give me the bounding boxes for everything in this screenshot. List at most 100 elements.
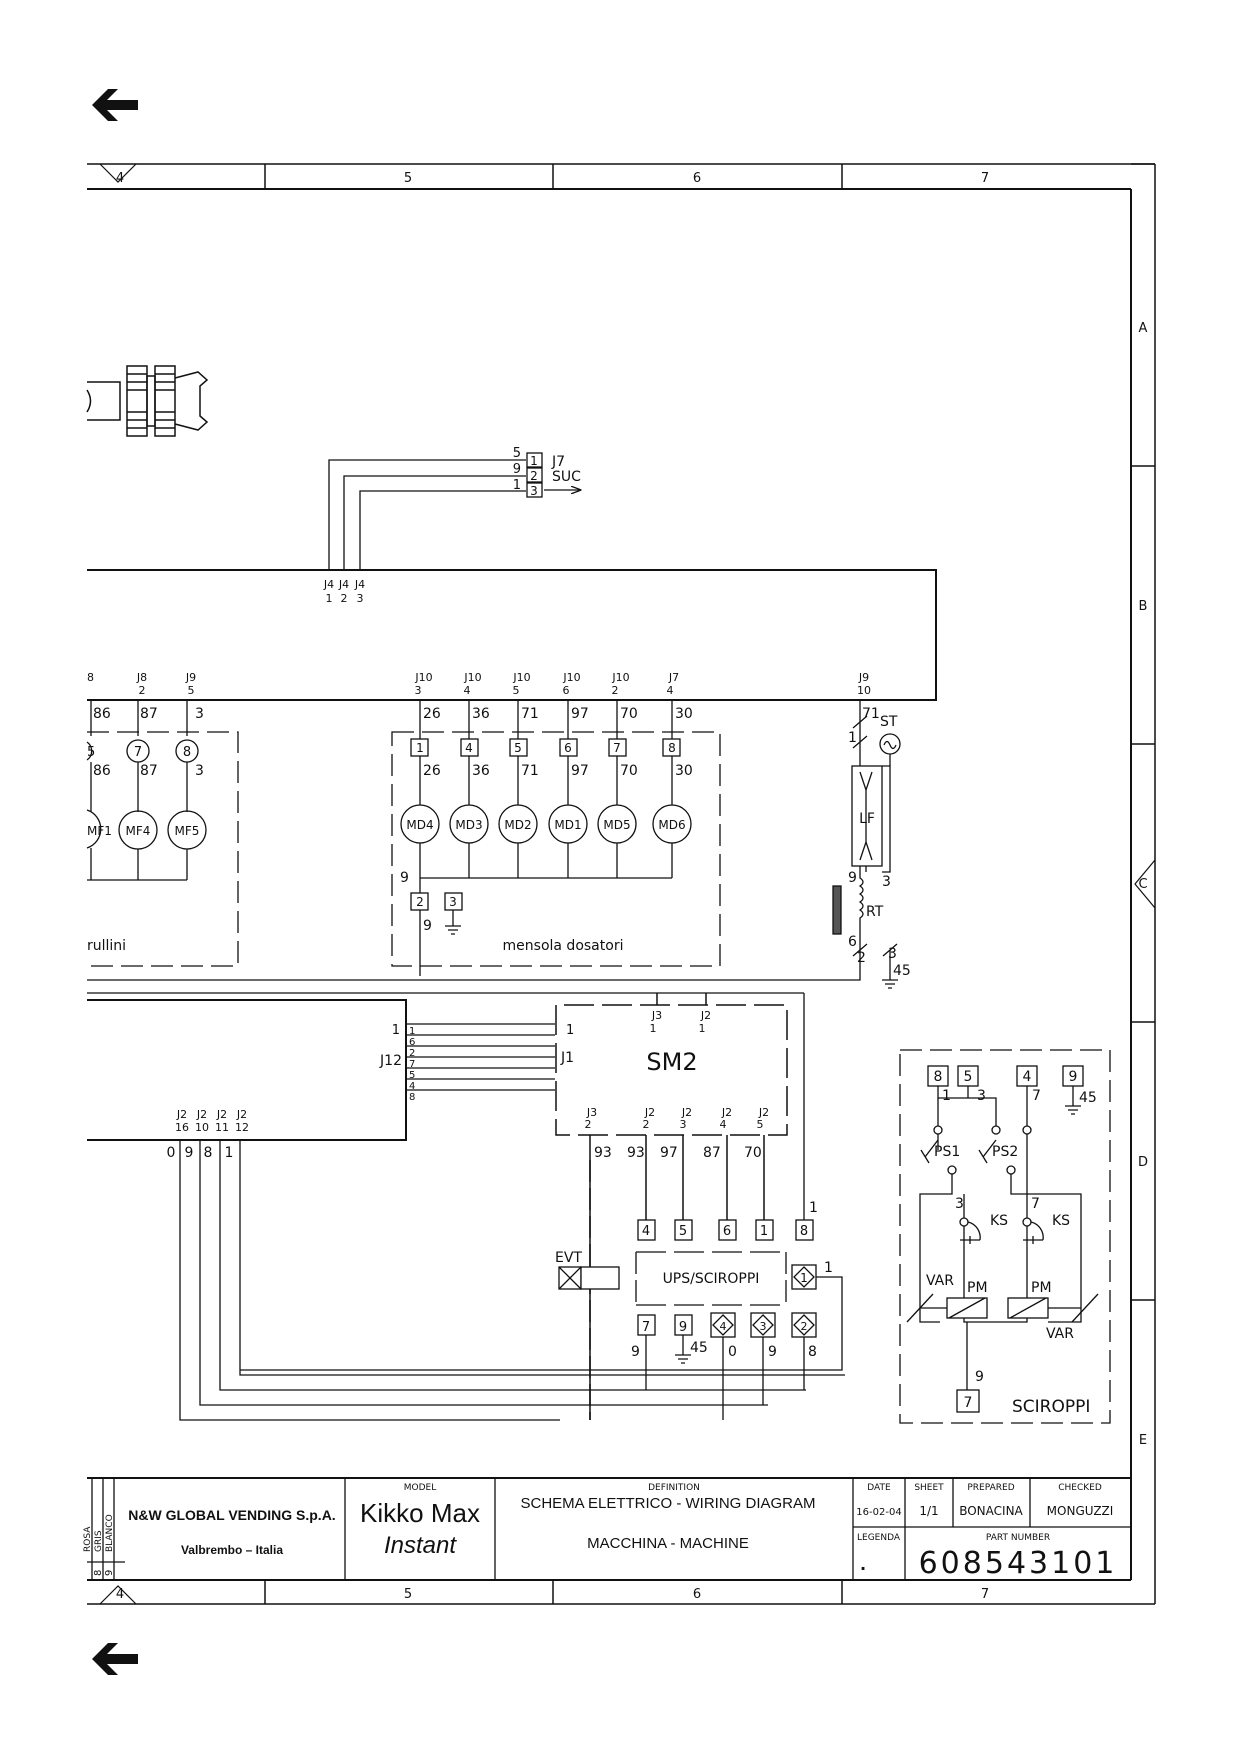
ups-side-wire: 1 xyxy=(824,1260,833,1276)
cpu-bottom-wire: 1 xyxy=(225,1145,234,1161)
color-num: 8 xyxy=(93,1570,104,1576)
dosatori-label: mensola dosatori xyxy=(503,938,624,954)
sm2-bottom-header: J2 xyxy=(644,1106,655,1119)
j7-wire-label: 9 xyxy=(513,462,521,477)
drawing-frame xyxy=(87,163,1156,1605)
rulli-motor: MF1 xyxy=(87,824,112,838)
sciroppi-ks-label: KS xyxy=(1052,1213,1070,1229)
dosatori-header: J10 xyxy=(512,671,530,684)
ups-bottom-wire: 8 xyxy=(808,1344,817,1360)
sciroppi-top-pin: 4 xyxy=(1023,1069,1032,1085)
rulli-header: J8 xyxy=(136,671,147,684)
ups-top-pin: 6 xyxy=(723,1224,731,1239)
dosatori-motor: MD5 xyxy=(603,818,630,832)
ups-bottom-pin: 4 xyxy=(720,1320,727,1333)
sciroppi-pm-label: PM xyxy=(1031,1280,1052,1296)
col-label-bottom: 4 xyxy=(116,1587,124,1602)
dosatori-motor: MD3 xyxy=(455,818,482,832)
dosatori-pin: 4 xyxy=(465,741,473,755)
ups-bottom-wire: 9 xyxy=(631,1344,640,1360)
rulli-wire: 86 xyxy=(93,706,111,722)
sm2-j1: J1 xyxy=(560,1050,574,1066)
rulli-wire: 87 xyxy=(140,706,158,722)
rulli-wire: 86 xyxy=(93,763,111,779)
col-label-bottom: 7 xyxy=(981,1587,989,1602)
j4-pin: 1 xyxy=(326,592,333,605)
dosatori-wire: 71 xyxy=(521,763,539,779)
sciroppi-ps-label: PS1 xyxy=(934,1144,960,1160)
definition-line-1: SCHEMA ELETTRICO - WIRING DIAGRAM xyxy=(520,1495,815,1512)
cpu-j12-pin: 7 xyxy=(409,1059,415,1070)
heater-wire: 1 xyxy=(848,730,857,746)
cpu-bottom-wire: 0 xyxy=(167,1145,176,1161)
heater-wire: 9 xyxy=(848,870,857,886)
cpu-j12-pin: 5 xyxy=(409,1070,415,1081)
rulli-wire: 3 xyxy=(195,763,204,779)
cpu-bottom-header: J2 xyxy=(176,1108,187,1121)
dosatori-wire: 71 xyxy=(521,706,539,722)
sm2-top-header: 1 xyxy=(699,1022,706,1035)
heater-wire: 6 xyxy=(848,934,857,950)
dosatori-pin: 5 xyxy=(514,741,522,755)
back-arrow-bottom-icon[interactable] xyxy=(92,1643,138,1675)
ups-bottom-wire: 0 xyxy=(728,1344,737,1360)
ups-bottom-pin: 7 xyxy=(642,1320,650,1335)
dosatori-header: 3 xyxy=(415,684,422,697)
dosatori-header: 4 xyxy=(464,684,471,697)
cpu-pin: 1 xyxy=(392,1023,400,1038)
sciroppi-bottom-pin: 7 xyxy=(964,1395,973,1411)
ups-bottom-wire: 9 xyxy=(768,1344,777,1360)
ups-top-pin: 8 xyxy=(800,1224,808,1239)
j7-wire-label: 5 xyxy=(513,446,521,461)
sm2-bottom-header: J2 xyxy=(721,1106,732,1119)
sm2-bottom-wire: 97 xyxy=(660,1145,678,1161)
dosatori-motor: MD6 xyxy=(658,818,685,832)
dosatori-wire: 70 xyxy=(620,706,638,722)
rulli-circle: 7 xyxy=(134,745,142,760)
part-number: 608543101 xyxy=(919,1546,1118,1581)
ups-bottom-pin: 3 xyxy=(760,1320,767,1333)
sciroppi-bottom-wire: 9 xyxy=(975,1369,984,1385)
dosatori-wire: 26 xyxy=(423,706,441,722)
cpu-bottom-wire: 9 xyxy=(185,1145,194,1161)
ups-bottom-pin: 9 xyxy=(679,1320,687,1335)
rulli-wire: 3 xyxy=(195,706,204,722)
dosatori-wire: 97 xyxy=(571,706,589,722)
cable-connector-icon xyxy=(86,365,209,437)
dosatori-motor: MD1 xyxy=(554,818,581,832)
cpu-bottom-header: 11 xyxy=(215,1121,229,1134)
sciroppi-var-label: VAR xyxy=(1046,1326,1074,1342)
sm2-pin: 1 xyxy=(566,1023,574,1038)
j4-header: J4 xyxy=(354,578,365,591)
row-label: C xyxy=(1138,877,1147,892)
cpu-j12-pin: 2 xyxy=(409,1048,415,1059)
checked-caption: CHECKED xyxy=(1058,1483,1102,1493)
part-number-caption: PART NUMBER xyxy=(986,1533,1050,1543)
j7-wire-label: 1 xyxy=(513,478,521,493)
cpu-j12-pin: 6 xyxy=(409,1037,415,1048)
dosatori-header: J10 xyxy=(463,671,481,684)
rulli-header: J9 xyxy=(185,671,196,684)
date-caption: DATE xyxy=(867,1483,891,1493)
dosatori-header: 2 xyxy=(612,684,619,697)
dosatori-wire: 70 xyxy=(620,763,638,779)
dosatori-wire: 30 xyxy=(675,706,693,722)
sm2-bottom-header: J2 xyxy=(758,1106,769,1119)
sheet-value: 1/1 xyxy=(919,1504,938,1518)
cpu-j12-pin: 1 xyxy=(409,1026,415,1037)
company-name: N&W GLOBAL VENDING S.p.A. xyxy=(128,1507,335,1523)
sm2-bottom-header: 2 xyxy=(643,1118,650,1131)
company-city: Valbrembo – Italia xyxy=(181,1543,283,1557)
prepared-value: BONACINA xyxy=(959,1504,1023,1518)
cpu-bottom-header: J2 xyxy=(216,1108,227,1121)
color-code: ROSA xyxy=(83,1526,93,1552)
j4-pin: 3 xyxy=(357,592,364,605)
back-arrow-top-icon[interactable] xyxy=(92,89,138,121)
cpu-j12-label: J12 xyxy=(379,1053,402,1069)
rulli-circle: 5 xyxy=(87,745,95,760)
dosatori-header: 4 xyxy=(667,684,674,697)
heater-st-label: ST xyxy=(880,714,898,730)
heater-wire: 3 xyxy=(888,946,897,962)
rulli-label: rullini xyxy=(87,938,126,954)
color-num: 9 xyxy=(104,1570,115,1576)
